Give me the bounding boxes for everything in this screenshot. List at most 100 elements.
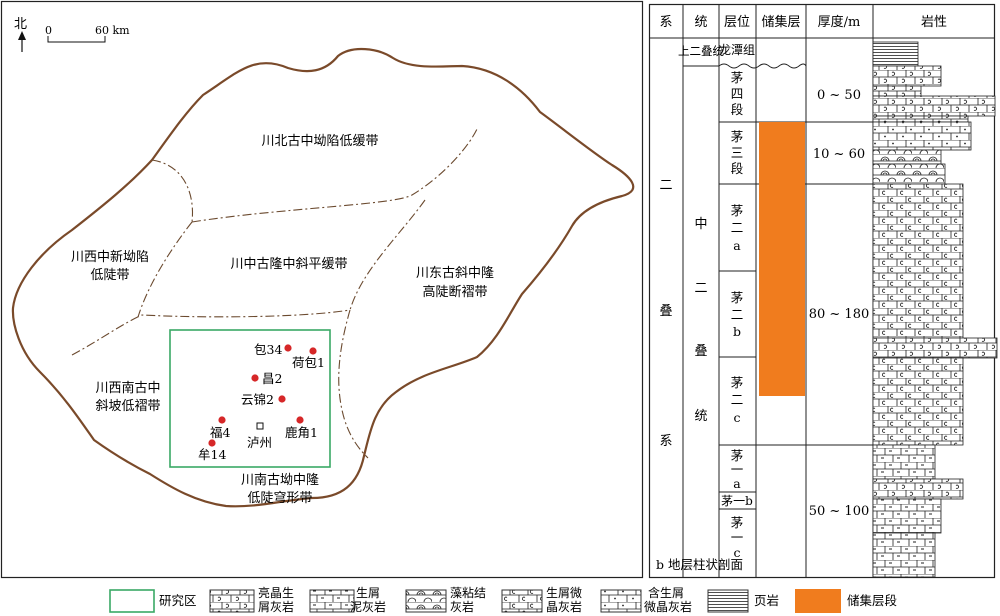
legend-label: 藻粘结: [450, 585, 486, 600]
zone-label: 川北古中坳陷低缓带: [261, 134, 378, 149]
layer-label: 一: [731, 530, 744, 545]
layer-label: 二: [731, 307, 744, 322]
basin-outline: [11, 48, 635, 508]
city-marker-icon: [256, 422, 264, 430]
system-char: 系: [659, 434, 672, 449]
scale-end: 60 km: [95, 24, 130, 37]
column-caption: b 地层柱状剖面: [656, 557, 743, 572]
city-label: 泸州: [247, 435, 272, 450]
legend-label: 亮晶生: [258, 585, 294, 600]
layer-label: 茅: [731, 203, 744, 218]
unconformity-line: [718, 63, 807, 69]
legend-label: 页岩: [754, 593, 779, 608]
legend-label: 生屑: [356, 586, 380, 600]
zone-label: 川南古坳中隆: [241, 472, 319, 488]
north-arrow-icon: [18, 31, 26, 52]
well-marker: [309, 347, 317, 355]
layer-label: c: [733, 545, 740, 560]
legend-algae-swatch: [405, 589, 447, 613]
zone-label: 川东古斜中隆: [416, 266, 494, 281]
layer-label: 茅: [731, 70, 744, 85]
legend-label: 微晶灰岩: [644, 599, 692, 614]
column-header: 岩性: [921, 15, 947, 30]
legend-label: 研究区: [159, 593, 197, 608]
map-frame: [0, 0, 644, 579]
system-char: 二: [659, 178, 672, 193]
layer-label: 一: [731, 462, 744, 477]
zone-label: 低陡带: [90, 268, 129, 283]
series-char: 叠: [694, 344, 707, 359]
layer-label: 茅一b: [721, 494, 753, 508]
legend-label: 含生屑: [648, 585, 684, 600]
well-marker: [218, 416, 226, 424]
layer-label: a: [733, 238, 741, 253]
zone-label: 川西中新坳陷: [71, 249, 149, 265]
well-label: 荷包1: [292, 355, 325, 370]
legend-reservoir-swatch: [795, 589, 841, 613]
layer-label: 茅: [731, 129, 744, 144]
well-markers: [208, 344, 317, 447]
well-marker: [296, 416, 304, 424]
column-header: 厚度/m: [818, 14, 861, 30]
layer-label: 茅: [731, 290, 744, 305]
scale-bar: [47, 36, 106, 43]
upper-series-label: 上二叠统: [678, 44, 724, 58]
well-marker: [278, 395, 286, 403]
layer-label: 茅: [731, 515, 744, 530]
well-marker: [208, 439, 216, 447]
zone-boundaries: [71, 126, 479, 459]
layer-label: 茅: [731, 375, 744, 390]
legend-bio-swatch: [209, 589, 255, 613]
legend-label: 晶灰岩: [546, 599, 582, 614]
well-marker: [284, 344, 292, 352]
column-header: 储集层: [761, 14, 800, 30]
layer-label: a: [733, 476, 741, 491]
study-area-box: [169, 329, 331, 468]
layer-label: 茅: [731, 448, 744, 463]
zone-label: 川中古隆中斜平缓带: [230, 257, 347, 272]
thickness-value: 50 ~ 100: [809, 504, 870, 519]
well-label: 鹿角1: [285, 425, 318, 440]
series-char: 中: [694, 217, 707, 232]
column-header: 系: [659, 15, 672, 30]
legend-label: 储集层段: [847, 593, 897, 608]
column-header: 层位: [724, 15, 750, 30]
layer-label: 段: [731, 102, 744, 117]
layer-label: 二: [731, 220, 744, 235]
well-label: 昌2: [262, 371, 282, 386]
thickness-value: 10 ~ 60: [813, 147, 865, 162]
series-char: 统: [694, 409, 707, 424]
zone-label: 斜坡低褶带: [95, 399, 160, 414]
zone-label: 高陡断褶带: [422, 284, 487, 300]
legend-micro-swatch: [501, 589, 543, 613]
zone-label: 低陡穹形带: [247, 490, 312, 506]
legend-label: 灰岩: [450, 599, 474, 614]
legend-label: 屑灰岩: [258, 599, 294, 614]
layer-label: c: [733, 410, 740, 425]
layer-label: 四: [731, 86, 744, 101]
legend-dotted-swatch: [600, 589, 642, 613]
thickness-value: 0 ~ 50: [817, 88, 861, 103]
legend-shale-swatch: [707, 589, 749, 613]
well-label: 包34: [254, 342, 282, 357]
column-header: 统: [694, 15, 707, 30]
scale-zero: 0: [45, 24, 52, 37]
system-char: 叠: [659, 304, 672, 319]
layer-label: 三: [731, 145, 744, 160]
thickness-value: 80 ~ 180: [809, 307, 870, 322]
layer-label: b: [733, 324, 741, 339]
north-label: 北: [14, 17, 27, 32]
layer-label: 二: [731, 392, 744, 407]
well-label: 云锦2: [241, 392, 274, 407]
well-marker: [251, 374, 259, 382]
legend-label: 生屑微: [546, 586, 582, 600]
reservoir-bar: [759, 122, 805, 396]
layer-label: 段: [731, 161, 744, 176]
legend-label: 泥灰岩: [350, 599, 386, 614]
well-label: 牟14: [198, 447, 226, 462]
legend-mud-swatch: [309, 589, 355, 613]
zone-label: 川西南古中: [95, 380, 160, 396]
series-char: 二: [694, 281, 707, 296]
top-formation-label: 龙潭组: [719, 43, 755, 57]
